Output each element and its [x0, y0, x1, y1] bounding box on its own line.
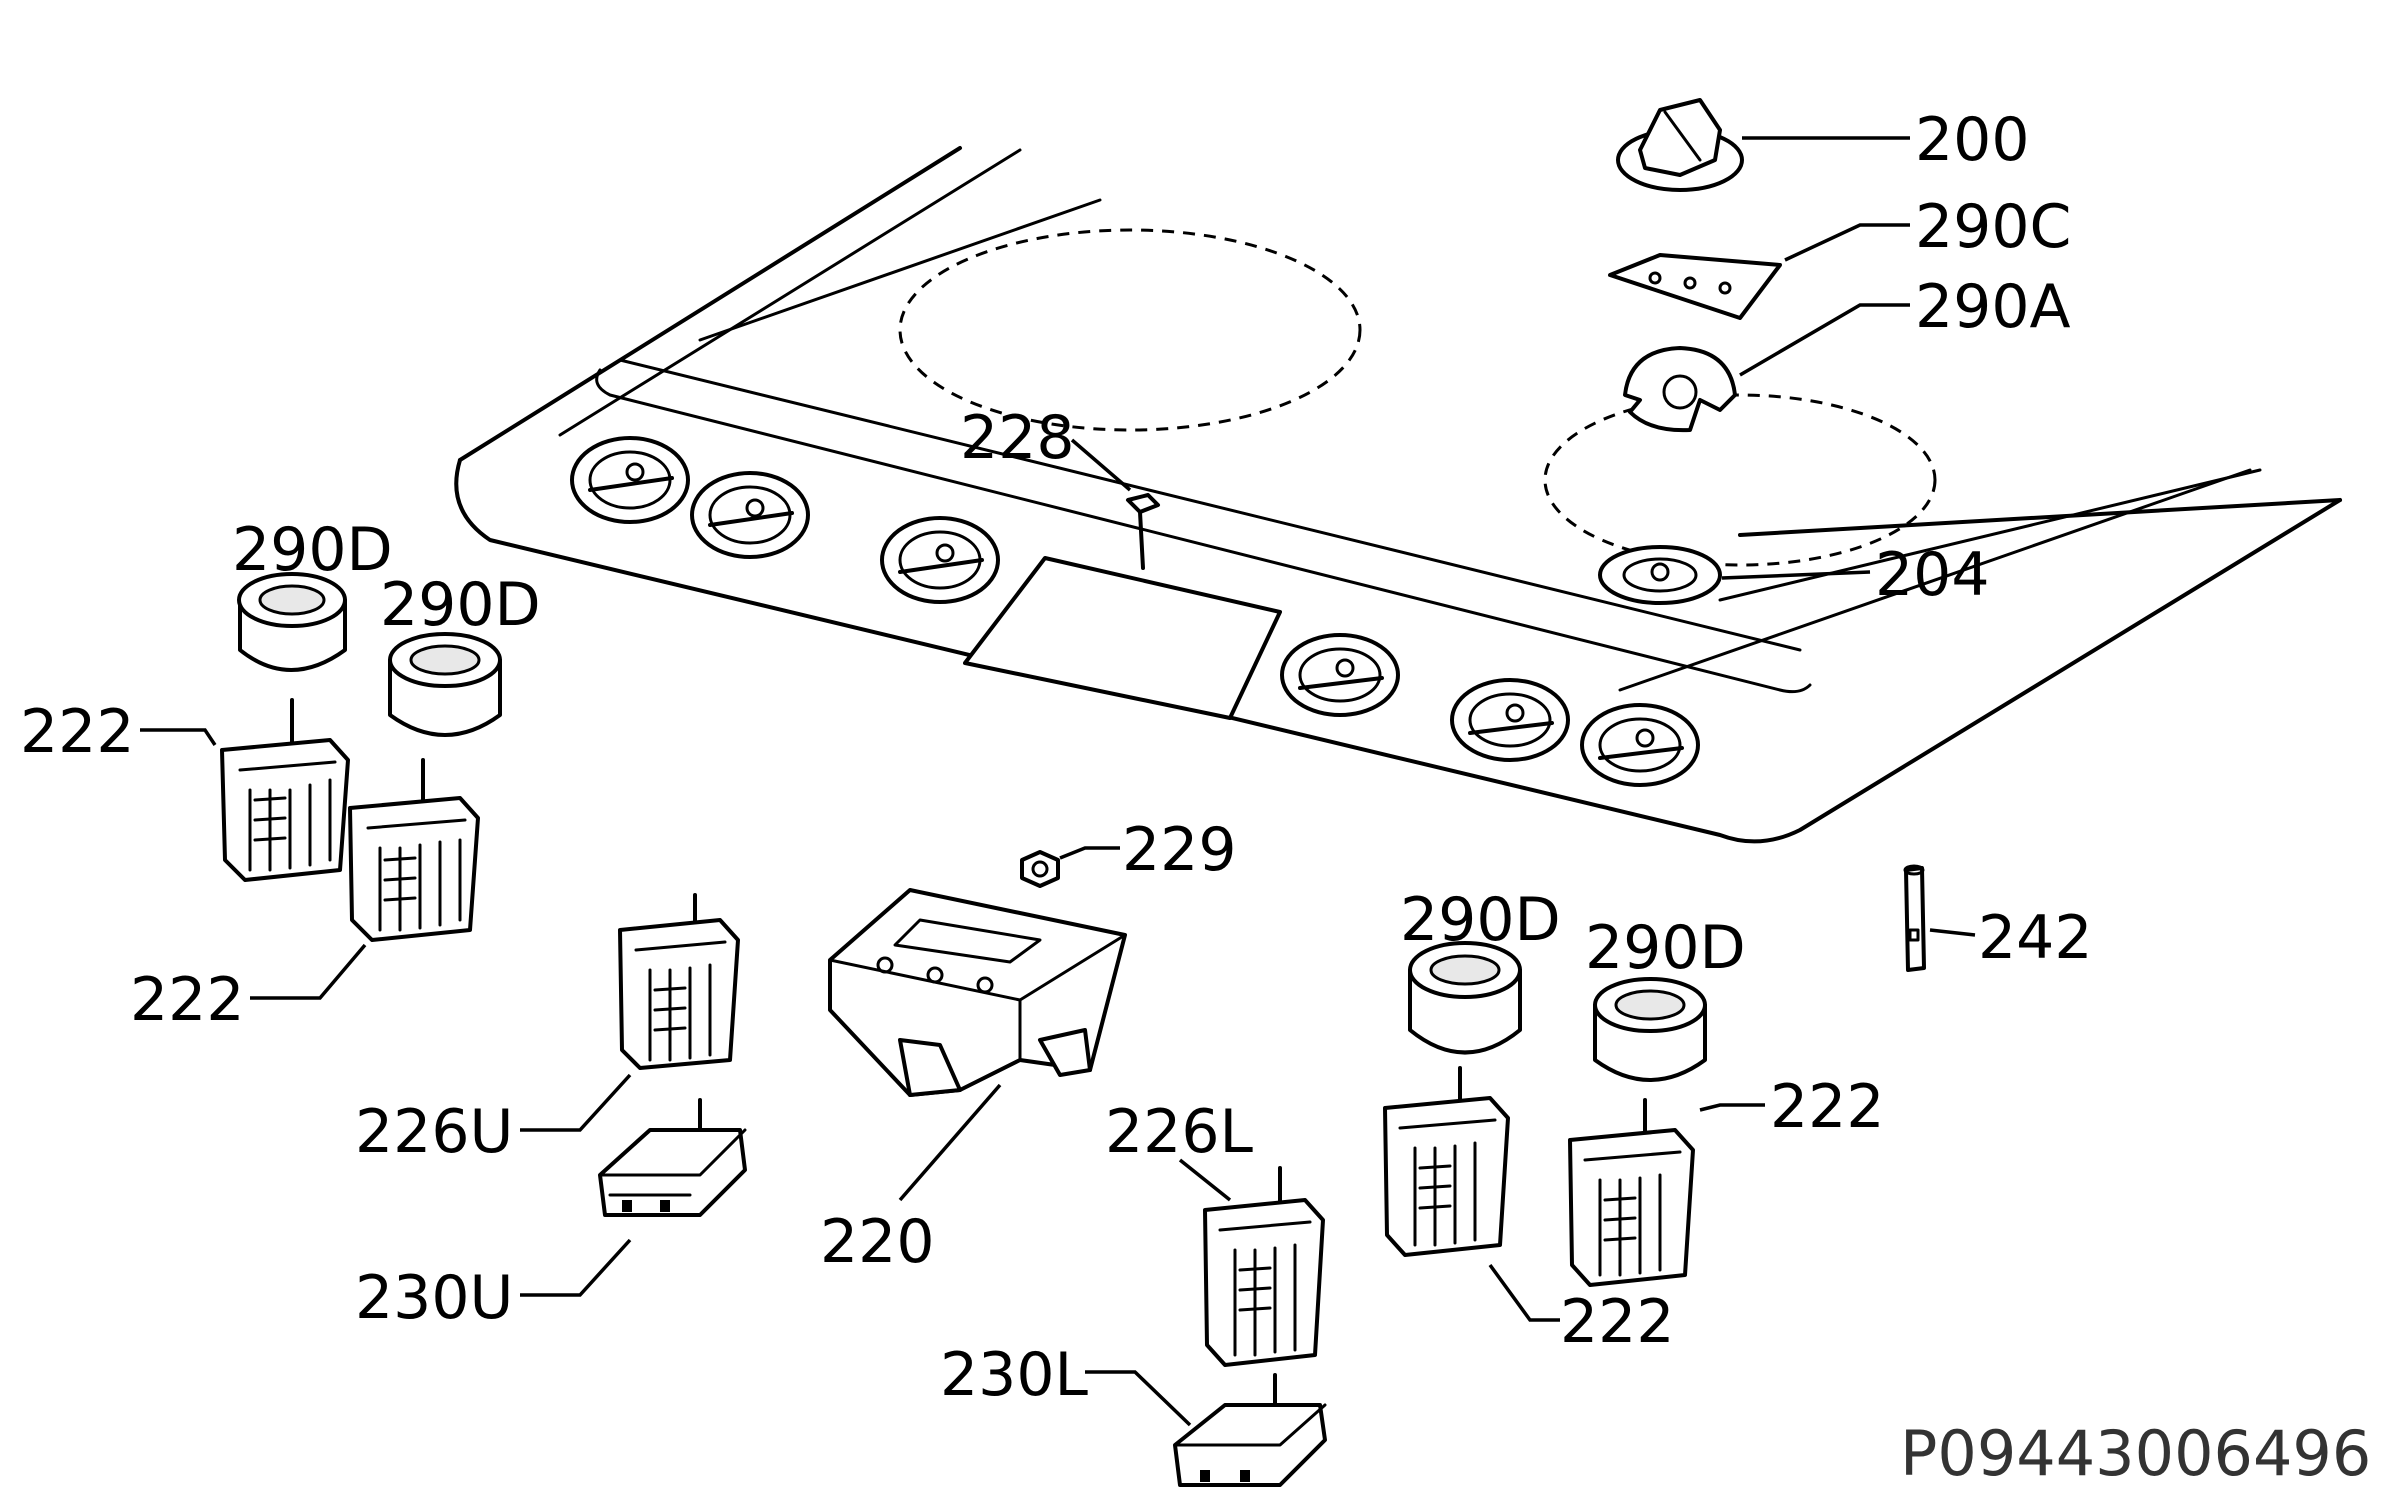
switch-222	[1383, 1066, 1510, 1257]
leader-290a	[1739, 303, 1910, 377]
leader-230u	[520, 1238, 632, 1297]
switch-226u	[618, 893, 740, 1070]
callout-222-3: 222	[1770, 1072, 1885, 1142]
callout-290a: 290A	[1915, 272, 2071, 342]
leader-226l	[1178, 1158, 1232, 1202]
cooktop-panel	[454, 146, 2342, 844]
nut-229	[1020, 850, 1060, 888]
leader-220	[898, 1083, 1002, 1202]
cap-290d	[1593, 977, 1707, 1082]
switch-226l	[1203, 1166, 1325, 1367]
callout-230l: 230L	[940, 1340, 1089, 1410]
callout-230u: 230U	[355, 1263, 513, 1333]
module-230l	[1173, 1373, 1327, 1487]
leader-222-1	[140, 728, 217, 746]
callout-228: 228	[960, 403, 1075, 473]
hotplate-zone-large	[898, 228, 1362, 432]
cap-290d	[388, 632, 502, 737]
rod-242	[1903, 864, 1926, 972]
switch-222	[220, 698, 350, 882]
switch-222	[348, 758, 480, 942]
drawing-code: P09443006496	[1900, 1417, 2371, 1490]
leader-222-2	[250, 943, 367, 1000]
callout-222-2: 222	[130, 965, 245, 1035]
callout-242: 242	[1978, 903, 2093, 973]
module-230u	[598, 1098, 747, 1217]
callout-229: 229	[1122, 815, 1237, 885]
knob-200	[1616, 98, 1744, 192]
leader-242	[1929, 928, 1976, 937]
knob-recess	[1280, 633, 1400, 717]
callout-290d-3: 290D	[1400, 885, 1561, 955]
leader-204	[1721, 570, 1871, 580]
leader-290c	[1784, 223, 1910, 262]
callout-200: 200	[1915, 105, 2030, 175]
callout-222-4: 222	[1560, 1287, 1675, 1357]
leader-230l	[1085, 1370, 1192, 1427]
leader-229	[1059, 846, 1120, 860]
leader-222-3	[1699, 1103, 1765, 1112]
leader-228	[1070, 438, 1132, 492]
display-window	[963, 556, 1282, 720]
screw-228	[1126, 493, 1160, 570]
knob-recess	[1580, 703, 1700, 787]
leader-226u	[520, 1073, 632, 1132]
callout-220: 220	[820, 1207, 935, 1277]
ring-204	[1598, 545, 1722, 605]
hotplate-zone-small	[1543, 393, 1937, 567]
callout-204: 204	[1875, 540, 1990, 610]
callout-226u: 226U	[355, 1097, 513, 1167]
plate-290c	[1608, 253, 1782, 320]
cap-290d	[1408, 941, 1522, 1055]
knob-recess	[690, 471, 810, 559]
callout-290d-1: 290D	[232, 515, 393, 585]
cap-290d	[237, 572, 347, 672]
callout-290c: 290C	[1915, 192, 2071, 262]
callout-290d-2: 290D	[380, 570, 541, 640]
callout-226l: 226L	[1105, 1097, 1254, 1167]
knob-recess	[880, 516, 1000, 604]
switch-222	[1568, 1098, 1695, 1287]
box-220	[828, 888, 1127, 1097]
leader-222-4	[1488, 1263, 1560, 1322]
bracket-290a	[1623, 346, 1737, 433]
knob-recess	[1450, 678, 1570, 762]
callout-222-1: 222	[20, 697, 135, 767]
knob-recess	[570, 436, 690, 524]
callout-290d-4: 290D	[1585, 913, 1746, 983]
